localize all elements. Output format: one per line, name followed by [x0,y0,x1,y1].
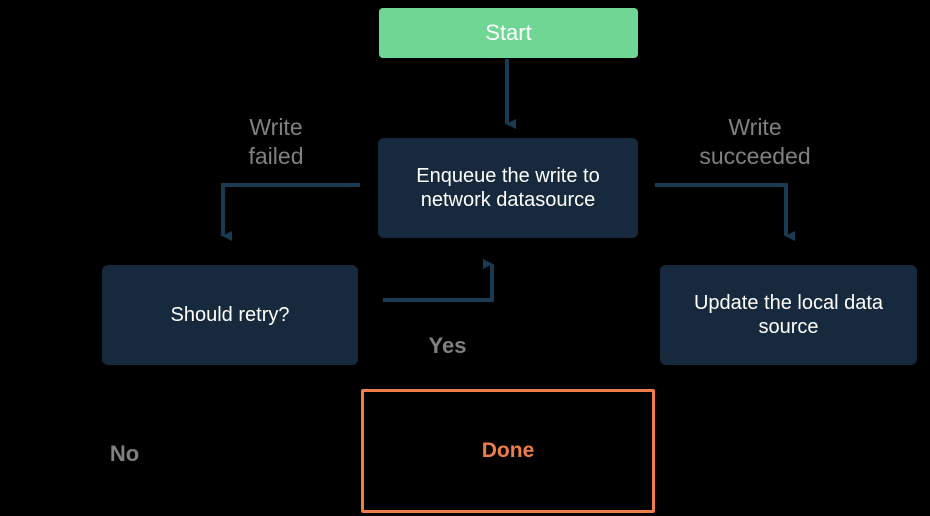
edge-label-yes: Yes [428,333,467,358]
edge-label-write-failed: Write failed [248,114,304,169]
node-should-retry[interactable]: Should retry? [102,265,358,365]
node-enqueue-write[interactable]: Enqueue the write to network datasource [378,138,638,238]
node-start-label: Start [485,19,532,45]
node-should-retry-label: Should retry? [170,303,290,326]
edge-enqueue-to-update [655,183,795,241]
node-enqueue-label: Enqueue the write to network datasource [416,164,600,211]
node-update-local-data-source[interactable]: Update the local data source [660,265,917,365]
edge-retry-to-enqueue-yes [383,259,494,302]
node-update-label: Update the local data source [693,291,884,338]
edge-label-write-succeeded: Write succeeded [699,114,811,169]
node-done[interactable]: Done [361,389,655,513]
edge-label-no: No [109,441,140,466]
node-done-label: Done [481,439,535,463]
node-start[interactable]: Start [379,8,638,58]
edge-enqueue-to-retry [221,183,360,241]
